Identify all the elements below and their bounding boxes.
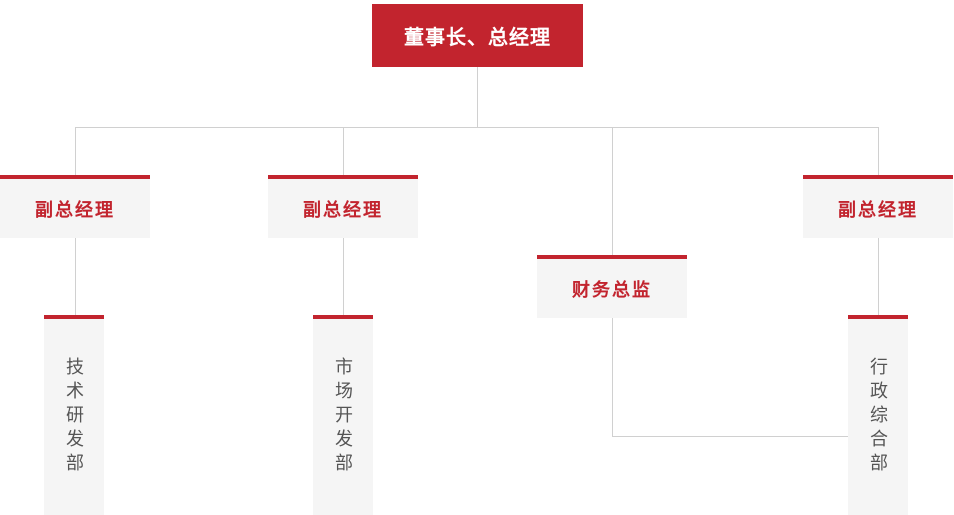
connector-main-horizontal — [75, 127, 879, 128]
connector-drop-deputy-2 — [343, 127, 344, 175]
deputy-gm-3-node: 副总经理 — [803, 175, 953, 238]
deputy-gm-3-label: 副总经理 — [838, 199, 918, 220]
deputy-gm-1-node: 副总经理 — [0, 175, 150, 238]
market-dev-dept-node: 市场开发部 — [313, 315, 373, 515]
tech-rd-dept-node: 技术研发部 — [44, 315, 104, 515]
connector-drop-deputy-1 — [75, 127, 76, 175]
chairman-gm-label: 董事长、总经理 — [404, 27, 551, 49]
deputy-gm-1-label: 副总经理 — [35, 199, 115, 220]
connector-root-drop — [477, 67, 478, 127]
connector-drop-finance — [612, 127, 613, 255]
tech-rd-dept-label: 技术研发部 — [64, 357, 84, 477]
admin-general-dept-label: 行政综合部 — [868, 357, 888, 477]
connector-deputy2-to-dept — [343, 238, 344, 315]
connector-drop-deputy-3 — [878, 127, 879, 175]
market-dev-dept-label: 市场开发部 — [333, 357, 353, 477]
deputy-gm-2-label: 副总经理 — [303, 199, 383, 220]
connector-deputy3-to-dept — [878, 238, 879, 315]
finance-director-label: 财务总监 — [572, 279, 652, 300]
connector-finance-down — [612, 318, 613, 436]
chairman-gm-node: 董事长、总经理 — [372, 4, 583, 67]
admin-general-dept-node: 行政综合部 — [848, 315, 908, 515]
connector-deputy1-to-dept — [75, 238, 76, 315]
connector-finance-to-admin — [612, 436, 848, 437]
deputy-gm-2-node: 副总经理 — [268, 175, 418, 238]
finance-director-node: 财务总监 — [537, 255, 687, 318]
